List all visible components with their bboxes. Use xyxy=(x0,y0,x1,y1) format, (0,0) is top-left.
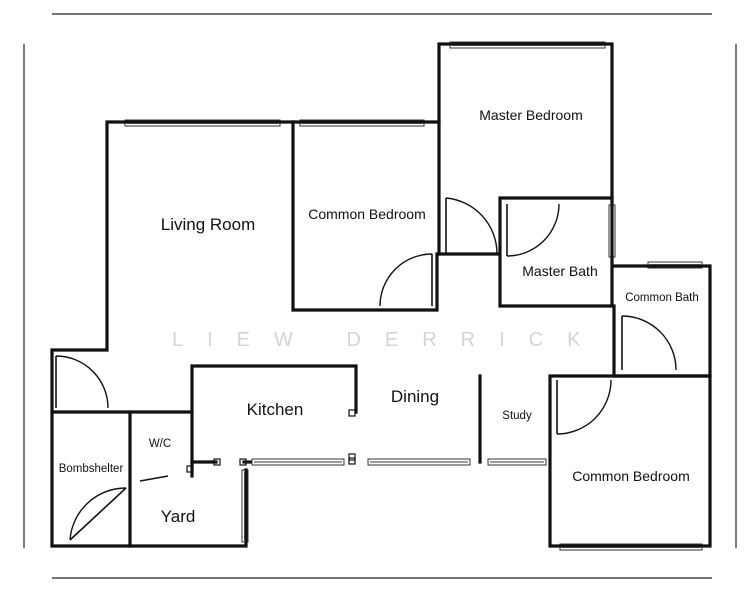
label-common-bedroom: Common Bedroom xyxy=(308,206,426,222)
dimension-lines xyxy=(23,13,737,579)
room-labels: Master Bedroom Common Bedroom Living Roo… xyxy=(59,107,699,526)
door-master-bath xyxy=(506,203,560,257)
door-entrance xyxy=(55,355,109,409)
window-dining-1 xyxy=(251,458,345,466)
window-dining-2 xyxy=(367,458,471,466)
window-study xyxy=(487,458,547,466)
label-study: Study xyxy=(502,410,532,422)
label-common-bedroom-2: Common Bedroom xyxy=(572,468,690,484)
label-yard: Yard xyxy=(161,507,196,526)
label-wc: W/C xyxy=(149,438,171,450)
wall-stubs xyxy=(186,409,356,473)
label-dining: Dining xyxy=(391,387,439,406)
door-common-bedroom xyxy=(379,253,433,307)
door-common-bath xyxy=(621,315,677,371)
door-bombshelter xyxy=(69,487,127,541)
doors xyxy=(55,197,677,541)
label-common-bath: Common Bath xyxy=(625,292,699,304)
label-master-bath: Master Bath xyxy=(522,263,597,279)
door-common-bedroom-2 xyxy=(556,379,612,435)
watermark-text: LIEW DERRICK xyxy=(172,329,604,351)
label-kitchen: Kitchen xyxy=(247,400,304,419)
door-wc xyxy=(139,475,169,482)
door-master-bedroom xyxy=(445,197,498,255)
label-living-room: Living Room xyxy=(161,215,256,234)
label-master-bedroom: Master Bedroom xyxy=(479,107,582,123)
label-bombshelter: Bombshelter xyxy=(59,463,124,475)
walls xyxy=(50,42,712,548)
